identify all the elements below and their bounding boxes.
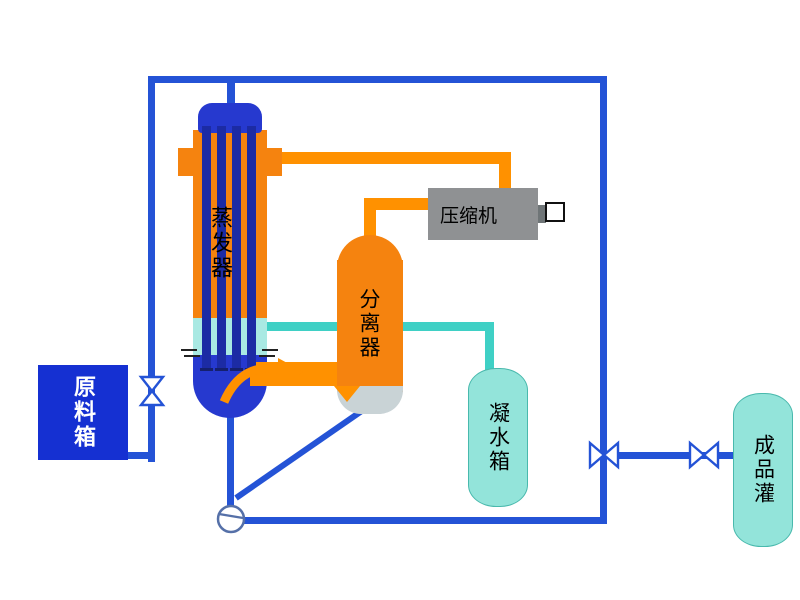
product-tank-label: 成品灌 xyxy=(751,434,775,506)
compressor-shaft xyxy=(538,205,546,223)
pipe-right-vertical xyxy=(600,76,607,524)
evaporator-tube xyxy=(202,126,211,368)
valve-branch-2 xyxy=(688,440,720,470)
condensate-tank: 凝水箱 xyxy=(468,368,528,507)
evaporator-tube xyxy=(232,126,241,368)
pipe-vapor-down-to-compressor xyxy=(499,152,511,190)
evaporator-tube xyxy=(247,126,256,368)
raw-material-tank: 原料箱 xyxy=(38,365,128,460)
pipe-separator-to-compressor-vertical xyxy=(364,198,376,242)
separator-label: 分离器 xyxy=(357,288,380,360)
evaporator-tube xyxy=(217,126,226,368)
valve-branch-1 xyxy=(588,440,620,470)
condensate-tank-label: 凝水箱 xyxy=(486,401,510,474)
tube-end-mark xyxy=(200,368,213,371)
compressor-label: 压缩机 xyxy=(440,205,498,227)
pipe-condensate-down xyxy=(485,322,494,374)
pipe-product-branch xyxy=(600,452,763,459)
pipe-feed-tank-connector xyxy=(124,452,155,459)
compressor-box: 压缩机 xyxy=(428,188,538,240)
level-mark xyxy=(259,355,275,357)
pipe-top-horizontal xyxy=(148,76,607,83)
pipe-separator-to-compressor-horizontal xyxy=(364,198,428,210)
level-mark xyxy=(262,349,278,351)
valve-feed xyxy=(138,375,166,407)
pipe-left-vertical xyxy=(148,76,155,462)
compressor-motor-port xyxy=(545,202,565,222)
pipe-evaporator-to-pump xyxy=(227,412,234,510)
pipe-bottom-horizontal xyxy=(240,517,604,524)
tube-end-mark xyxy=(215,368,228,371)
pipe-vapor-horizontal xyxy=(262,152,511,164)
tube-end-mark xyxy=(230,368,243,371)
pump xyxy=(216,504,246,534)
raw-material-tank-label: 原料箱 xyxy=(71,375,96,450)
pipe-evaporator-top-stub xyxy=(227,80,235,108)
separator-body xyxy=(337,260,403,392)
level-mark xyxy=(184,355,200,357)
product-tank: 成品灌 xyxy=(733,393,793,547)
level-mark xyxy=(181,349,197,351)
evaporator-label: 蒸发器 xyxy=(208,206,233,281)
